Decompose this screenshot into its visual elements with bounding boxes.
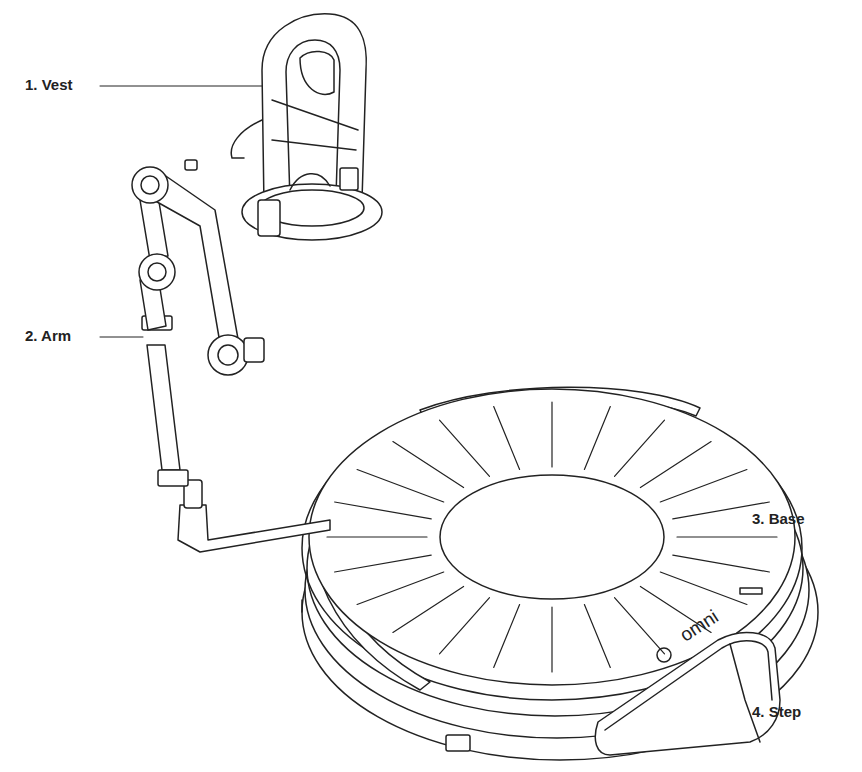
step-drawing bbox=[595, 632, 780, 755]
base-drawing bbox=[178, 387, 818, 760]
vest-drawing bbox=[231, 14, 382, 240]
part-label: 4. Step bbox=[752, 703, 801, 721]
part-label: 2. Arm bbox=[25, 327, 71, 345]
part-label: 3. Base bbox=[752, 510, 805, 528]
part-label: 1. Vest bbox=[25, 76, 73, 94]
